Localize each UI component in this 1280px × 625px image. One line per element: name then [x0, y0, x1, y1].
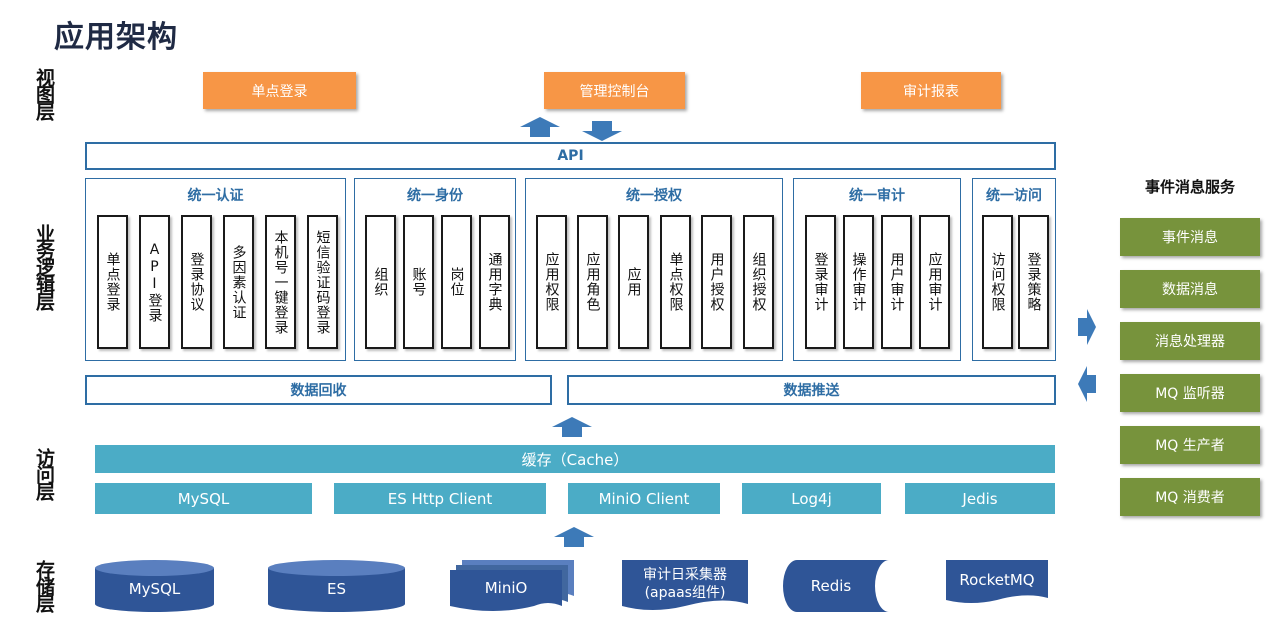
group-title: 统一授权	[626, 188, 682, 204]
page-title: 应用架构	[54, 20, 178, 55]
client-minio: MiniO Client	[568, 483, 720, 514]
client-log4j: Log4j	[742, 483, 881, 514]
database-icon	[268, 560, 405, 612]
module-item: 应用角色	[577, 215, 608, 349]
module-item: 应用审计	[919, 215, 950, 349]
module-item: 访问权限	[982, 215, 1013, 349]
view-box-audit-report: 审计报表	[861, 72, 1001, 109]
view-box-sso: 单点登录	[203, 72, 356, 109]
storage-audit-collector: 审计日采集器 (apaas组件)	[622, 560, 748, 612]
storage-minio: MiniO	[450, 560, 574, 612]
cache-bar: 缓存（Cache）	[95, 445, 1055, 473]
layer-label-access: 访问层	[33, 448, 55, 499]
data-recycle-bar: 数据回收	[85, 375, 552, 405]
module-item: 通用字典	[479, 215, 510, 349]
group-title: 统一认证	[187, 188, 244, 204]
document-icon	[622, 560, 748, 610]
document-icon	[946, 560, 1048, 603]
api-bar: API	[85, 142, 1056, 170]
group-title: 统一访问	[986, 188, 1042, 204]
event-item: MQ 生产者	[1120, 426, 1260, 464]
module-item: API登录	[139, 215, 170, 349]
group-access: 统一访问 访问权限 登录策略	[972, 178, 1056, 361]
group-title: 统一审计	[849, 188, 905, 204]
module-item: 登录审计	[805, 215, 836, 349]
arrow-left-icon	[1078, 366, 1096, 402]
module-item: 岗位	[441, 215, 472, 349]
module-item: 用户授权	[701, 215, 732, 349]
arrow-up-icon	[520, 117, 560, 137]
event-item: 数据消息	[1120, 270, 1260, 308]
database-icon	[95, 560, 214, 612]
storage-mysql: MySQL	[95, 560, 214, 612]
group-title: 统一身份	[407, 188, 463, 204]
module-item: 单点登录	[97, 215, 128, 349]
layer-label-storage: 存储层	[33, 560, 55, 611]
module-item: 应用	[618, 215, 649, 349]
client-jedis: Jedis	[905, 483, 1055, 514]
data-push-bar: 数据推送	[567, 375, 1056, 405]
group-authorization: 统一授权 应用权限 应用角色 应用 单点权限 用户授权 组织授权	[525, 178, 783, 361]
module-item: 组织授权	[743, 215, 774, 349]
view-box-console: 管理控制台	[544, 72, 685, 109]
group-auth: 统一认证 单点登录 API登录 登录协议 多因素认证 本机号一键登录 短信验证码…	[85, 178, 346, 361]
module-item: 应用权限	[536, 215, 567, 349]
storage-es: ES	[268, 560, 405, 612]
event-item: MQ 监听器	[1120, 374, 1260, 412]
storage-redis: Redis	[783, 560, 889, 612]
client-es-http: ES Http Client	[334, 483, 546, 514]
module-item: 登录协议	[181, 215, 212, 349]
module-item: 单点权限	[660, 215, 691, 349]
arrow-up-icon	[552, 417, 592, 437]
client-mysql: MySQL	[95, 483, 312, 514]
module-item: 短信验证码登录	[307, 215, 338, 349]
event-item: MQ 消费者	[1120, 478, 1260, 516]
module-item: 组织	[365, 215, 396, 349]
documents-icon	[450, 560, 574, 611]
module-item: 本机号一键登录	[265, 215, 296, 349]
arrow-down-icon	[582, 121, 622, 141]
group-identity: 统一身份 组织 账号 岗位 通用字典	[354, 178, 516, 361]
group-audit: 统一审计 登录审计 操作审计 用户审计 应用审计	[793, 178, 961, 361]
event-service-title: 事件消息服务	[1144, 178, 1235, 196]
arrow-up-icon	[554, 527, 594, 547]
module-item: 用户审计	[881, 215, 912, 349]
event-item: 消息处理器	[1120, 322, 1260, 360]
event-item: 事件消息	[1120, 218, 1260, 256]
drum-icon	[783, 560, 889, 612]
layer-label-logic: 业务逻辑层	[33, 224, 55, 309]
module-item: 登录策略	[1018, 215, 1049, 349]
module-item: 账号	[403, 215, 434, 349]
module-item: 多因素认证	[223, 215, 254, 349]
layer-label-view: 视图层	[33, 68, 55, 119]
arrow-right-icon	[1078, 309, 1096, 345]
module-item: 操作审计	[843, 215, 874, 349]
storage-rocketmq: RocketMQ	[946, 560, 1048, 604]
